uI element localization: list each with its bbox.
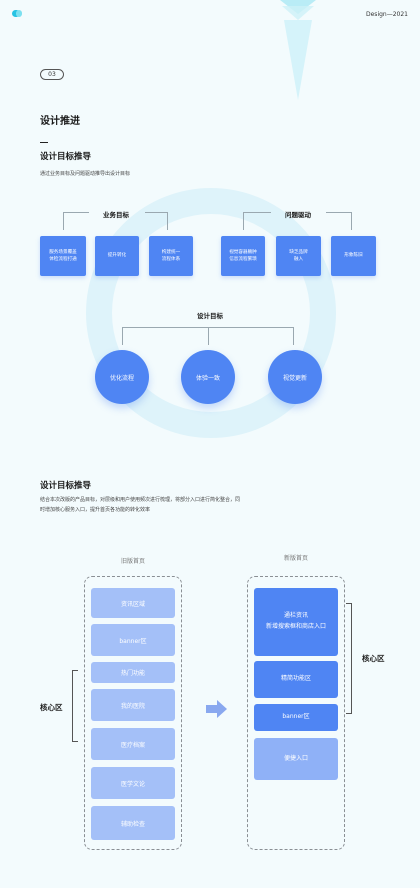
- design-tag: Design—2021: [366, 11, 408, 18]
- design-goal-circle: 优化流程: [95, 350, 149, 404]
- derivation2-title: 设计目标推导: [40, 481, 92, 491]
- logo-icon-accent: [16, 10, 22, 17]
- old-module: 我的医院: [91, 689, 175, 721]
- new-module: 通栏资讯 新增搜索框和商店入口: [254, 588, 338, 656]
- section-number-badge: 03: [40, 69, 64, 80]
- old-homepage-title: 旧版首页: [120, 558, 145, 565]
- connector: [208, 327, 209, 345]
- section-title: 设计推进: [40, 116, 80, 127]
- old-module: 医疗档案: [91, 728, 175, 760]
- design-goal-circle: 视觉更新: [268, 350, 322, 404]
- problem-item: 形象陈旧: [331, 236, 376, 276]
- bracket: [145, 212, 168, 230]
- core-bracket: [346, 603, 352, 714]
- business-goal-item: 服务场景覆盖 体检流程打通: [40, 236, 86, 276]
- decorative-chevrons-icon: [280, 0, 316, 100]
- derivation-desc: 通过业务目标及问题驱动推导出设计目标: [40, 171, 131, 177]
- bracket: [326, 212, 352, 230]
- old-module: 资讯区域: [91, 588, 175, 618]
- new-module: 精简功能区: [254, 661, 338, 698]
- derivation2-desc: 结合本次改版的产品目标，对层级和用户使用频次进行梳理，将部分入口进行简化整合，同…: [40, 497, 241, 513]
- old-module: 医学文论: [91, 767, 175, 799]
- core-bracket: [72, 670, 78, 742]
- business-goal-item: 构建统一 流程体系: [149, 236, 193, 276]
- design-goal-circle: 体验一致: [181, 350, 235, 404]
- old-module: 热门功能: [91, 662, 175, 683]
- old-module: 辅助检查: [91, 806, 175, 840]
- divider: [40, 142, 48, 143]
- new-homepage-title: 新版首页: [283, 555, 308, 562]
- design-goals-label: 设计目标: [197, 312, 223, 320]
- bracket: [243, 212, 271, 230]
- problem-item: 缺乏品牌 融入: [276, 236, 321, 276]
- arrow-right-icon: [206, 700, 227, 718]
- problem-driven-label: 问题驱动: [285, 211, 311, 219]
- new-homepage-panel: [247, 576, 345, 850]
- business-goals-label: 业务目标: [103, 211, 129, 219]
- new-module: banner区: [254, 704, 338, 731]
- new-module: 便捷入口: [254, 738, 338, 780]
- old-homepage-panel: [84, 576, 182, 850]
- problem-item: 视觉容器臃肿 信息流程繁琐: [221, 236, 265, 276]
- bracket: [63, 212, 89, 230]
- old-module: banner区: [91, 624, 175, 656]
- derivation-title: 设计目标推导: [40, 152, 92, 162]
- core-area-label: 核心区: [362, 654, 385, 663]
- business-goal-item: 提升转化: [95, 236, 139, 276]
- core-area-label: 核心区: [40, 703, 63, 712]
